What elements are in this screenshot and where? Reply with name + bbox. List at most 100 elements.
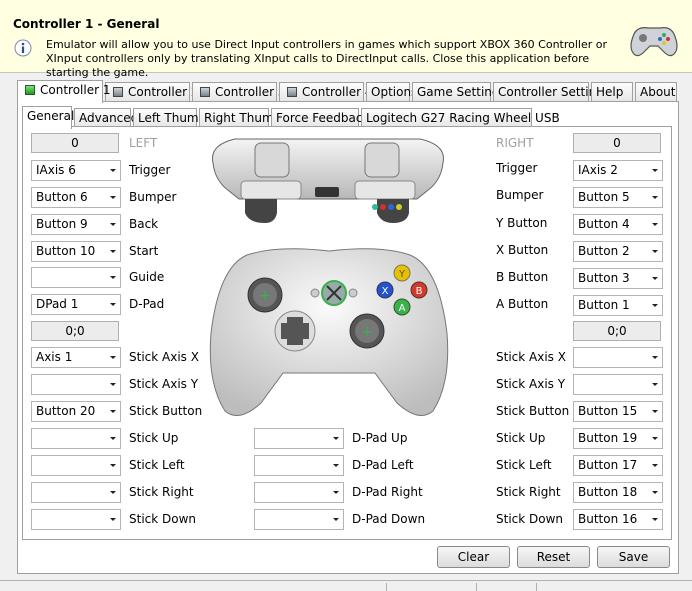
b-button-combo[interactable]: Button 3 [573, 268, 663, 289]
guide-combo[interactable] [31, 267, 121, 288]
right-heading: RIGHT [496, 136, 534, 150]
dpad-combo[interactable]: DPad 1 [31, 294, 121, 315]
right-stick-right-combo[interactable]: Button 18 [573, 482, 663, 503]
chevron-down-icon[interactable] [105, 215, 120, 234]
chevron-down-icon[interactable] [105, 268, 120, 287]
right-stick-up-combo[interactable]: Button 19 [573, 428, 663, 449]
tab-controller-4[interactable]: Controller 4 [279, 82, 372, 102]
controller-disconnected-icon [200, 87, 210, 97]
chevron-down-icon[interactable] [328, 456, 343, 475]
dpad-right-combo[interactable] [254, 482, 344, 503]
chevron-down-icon[interactable] [647, 456, 662, 475]
right-stick-axis-y-combo[interactable] [573, 374, 663, 395]
save-button[interactable]: Save [597, 546, 670, 568]
chevron-down-icon[interactable] [647, 375, 662, 394]
controller-top-view-image [211, 138, 445, 223]
chevron-down-icon[interactable] [105, 402, 120, 421]
left-stick-up-combo[interactable] [31, 428, 121, 449]
tab-options[interactable]: Options [366, 82, 417, 102]
left-stick-axis-x-label: Stick Axis X [129, 350, 199, 364]
chevron-down-icon[interactable] [328, 429, 343, 448]
chevron-down-icon[interactable] [647, 215, 662, 234]
svg-text:+: + [361, 324, 373, 340]
a-button-combo[interactable]: Button 1 [573, 295, 663, 316]
right-stick-axis-x-combo[interactable] [573, 347, 663, 368]
tab-controller-3[interactable]: Controller 3 [192, 82, 285, 102]
back-label: Back [129, 217, 159, 231]
back-combo[interactable]: Button 9 [31, 214, 121, 235]
chevron-down-icon[interactable] [105, 188, 120, 207]
tab-controller-settings[interactable]: Controller Settings [493, 82, 610, 102]
gamepad-logo-icon [630, 27, 678, 57]
chevron-down-icon[interactable] [647, 429, 662, 448]
tab-about[interactable]: About [635, 82, 677, 102]
chevron-down-icon[interactable] [328, 483, 343, 502]
x-button-combo[interactable]: Button 2 [573, 241, 663, 262]
chevron-down-icon[interactable] [105, 375, 120, 394]
right-stick-axis-x-label: Stick Axis X [496, 350, 566, 364]
left-bumper-combo[interactable]: Button 6 [31, 187, 121, 208]
tab-game-settings[interactable]: Game Settings [412, 82, 506, 102]
left-stick-button-combo[interactable]: Button 20 [31, 401, 121, 422]
tab-advanced[interactable]: Advanced [74, 108, 138, 128]
right-stick-button-combo[interactable]: Button 15 [573, 401, 663, 422]
chevron-down-icon[interactable] [647, 402, 662, 421]
left-stick-right-combo[interactable] [31, 482, 121, 503]
chevron-down-icon[interactable] [105, 483, 120, 502]
right-stick-value: 0;0 [573, 321, 661, 341]
tab-controller-1[interactable]: Controller 1 [17, 80, 110, 103]
left-stick-down-combo[interactable] [31, 509, 121, 530]
chevron-down-icon[interactable] [328, 510, 343, 529]
chevron-down-icon[interactable] [105, 429, 120, 448]
tab-right-thumb[interactable]: Right Thumb [199, 108, 281, 128]
chevron-down-icon[interactable] [647, 242, 662, 261]
left-stick-down-label: Stick Down [129, 512, 197, 526]
tab-logitech-g27[interactable]: Logitech G27 Racing Wheel USB [361, 108, 560, 128]
chevron-down-icon[interactable] [647, 483, 662, 502]
chevron-down-icon[interactable] [647, 296, 662, 315]
chevron-down-icon[interactable] [105, 510, 120, 529]
dpad-down-combo[interactable] [254, 509, 344, 530]
left-trigger-combo[interactable]: IAxis 6 [31, 160, 121, 181]
dpad-left-combo[interactable] [254, 455, 344, 476]
start-combo[interactable]: Button 10 [31, 241, 121, 262]
chevron-down-icon[interactable] [647, 510, 662, 529]
right-trigger-combo[interactable]: IAxis 2 [573, 160, 663, 181]
svg-text:B: B [416, 286, 423, 297]
right-bumper-combo[interactable]: Button 5 [573, 187, 663, 208]
tab-left-thumb[interactable]: Left Thumb [133, 108, 206, 128]
chevron-down-icon[interactable] [647, 188, 662, 207]
chevron-down-icon[interactable] [647, 161, 662, 180]
y-button-label: Y Button [496, 216, 548, 230]
right-stick-down-combo[interactable]: Button 16 [573, 509, 663, 530]
start-label: Start [129, 244, 159, 258]
left-stick-axis-x-combo[interactable]: Axis 1 [31, 347, 121, 368]
chevron-down-icon[interactable] [105, 242, 120, 261]
left-heading: LEFT [129, 136, 158, 150]
controller-disconnected-icon [113, 87, 123, 97]
svg-text:Y: Y [398, 269, 406, 280]
right-stick-axis-y-label: Stick Axis Y [496, 377, 566, 391]
dpad-up-combo[interactable] [254, 428, 344, 449]
left-trigger-label: Trigger [129, 163, 171, 177]
clear-button[interactable]: Clear [437, 546, 510, 568]
right-stick-left-combo[interactable]: Button 17 [573, 455, 663, 476]
right-stick-up-label: Stick Up [496, 431, 546, 445]
left-stick-axis-y-combo[interactable] [31, 374, 121, 395]
tab-general[interactable]: General [22, 106, 74, 129]
y-button-combo[interactable]: Button 4 [573, 214, 663, 235]
x-button-label: X Button [496, 243, 549, 257]
chevron-down-icon[interactable] [105, 161, 120, 180]
chevron-down-icon[interactable] [647, 269, 662, 288]
left-stick-left-combo[interactable] [31, 455, 121, 476]
tab-help[interactable]: Help [591, 82, 633, 102]
chevron-down-icon[interactable] [647, 348, 662, 367]
left-stick-button-label: Stick Button [129, 404, 203, 418]
chevron-down-icon[interactable] [105, 295, 120, 314]
chevron-down-icon[interactable] [105, 456, 120, 475]
tab-force-feedback[interactable]: Force Feedback [271, 108, 369, 128]
dpad-left-label: D-Pad Left [352, 458, 414, 472]
reset-button[interactable]: Reset [517, 546, 590, 568]
tab-controller-2[interactable]: Controller 2 [105, 82, 198, 102]
chevron-down-icon[interactable] [105, 348, 120, 367]
